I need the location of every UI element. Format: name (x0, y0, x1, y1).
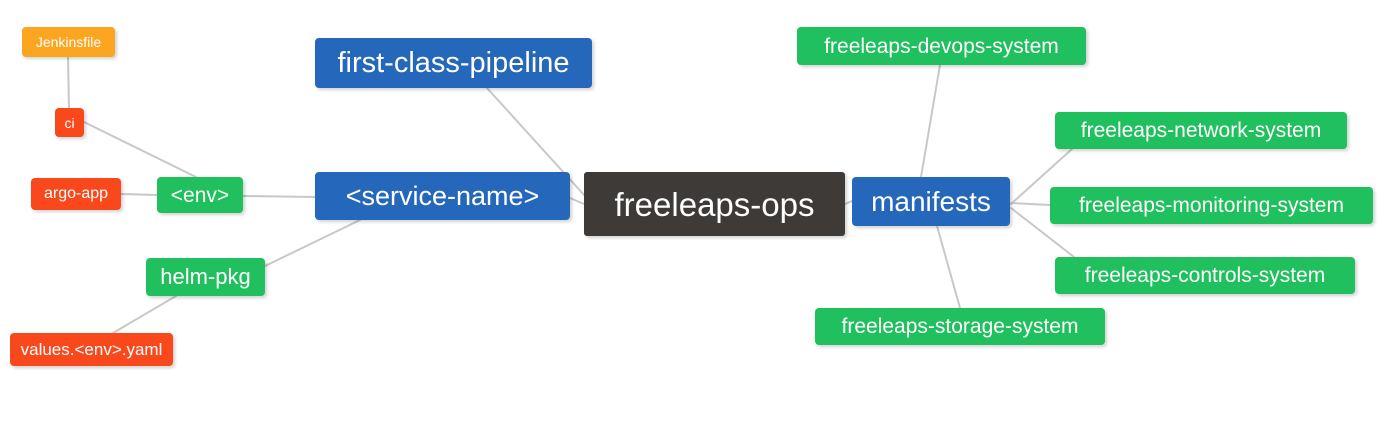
node-values-env-yaml[interactable]: values.<env>.yaml (10, 333, 173, 366)
edge-service-name-to-helm-pkg (264, 219, 361, 267)
node-jenkinsfile[interactable]: Jenkinsfile (22, 27, 115, 57)
node-service-name[interactable]: <service-name> (315, 172, 570, 220)
edge-ci-to-jenkinsfile (67, 56, 70, 109)
edge-freeleaps-ops-to-service-name (569, 197, 585, 205)
node-first-class-pipeline[interactable]: first-class-pipeline (315, 38, 592, 88)
node-freeleaps-monitoring-system[interactable]: freeleaps-monitoring-system (1050, 187, 1373, 224)
node-helm-pkg[interactable]: helm-pkg (146, 258, 265, 296)
edge-freeleaps-ops-to-manifests (844, 200, 853, 205)
node-freeleaps-devops-system[interactable]: freeleaps-devops-system (797, 27, 1086, 65)
edge-env-to-ci (83, 121, 197, 178)
edge-manifests-to-freeleaps-monitoring-system (1010, 202, 1051, 206)
edge-env-to-argo-app (120, 193, 158, 196)
node-freeleaps-controls-system[interactable]: freeleaps-controls-system (1055, 257, 1355, 294)
edge-service-name-to-env (242, 195, 316, 198)
edge-helm-pkg-to-values-env-yaml (112, 295, 177, 334)
node-manifests[interactable]: manifests (852, 177, 1010, 226)
node-env[interactable]: <env> (157, 177, 243, 213)
node-ci[interactable]: ci (55, 108, 84, 137)
node-argo-app[interactable]: argo-app (31, 178, 121, 210)
edge-manifests-to-freeleaps-devops-system (920, 64, 941, 178)
edge-manifests-to-freeleaps-storage-system (936, 225, 961, 309)
node-freeleaps-network-system[interactable]: freeleaps-network-system (1055, 112, 1347, 149)
node-freeleaps-ops[interactable]: freeleaps-ops (584, 172, 845, 236)
node-freeleaps-storage-system[interactable]: freeleaps-storage-system (815, 308, 1105, 345)
